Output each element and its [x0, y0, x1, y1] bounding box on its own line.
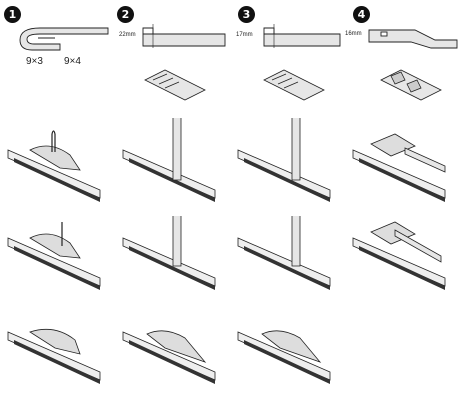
step-3-illustrations — [237, 24, 341, 384]
blade-row-1 — [122, 118, 216, 202]
step-1-column: 1 — [0, 0, 115, 400]
step-4-badge: 4 — [353, 6, 370, 23]
step-1-illustrations — [7, 27, 109, 384]
blade-row-2 — [352, 221, 446, 290]
step-1-badge: 1 — [4, 6, 21, 23]
step-4-column: 4 16mm — [345, 0, 460, 400]
blade-row-3 — [7, 328, 101, 384]
adapter-icon — [263, 69, 325, 101]
blade-row-3 — [237, 330, 331, 384]
measure-label-17mm: 17mm — [236, 32, 253, 38]
bayonet-arm-icon — [368, 29, 458, 49]
step-3-badge: 3 — [238, 6, 255, 23]
blade-row-3 — [122, 330, 216, 384]
hook-arm-icon — [19, 27, 109, 51]
step-3-column: 3 — [230, 0, 345, 400]
blade-row-1 — [352, 133, 446, 202]
adapter-icon — [144, 69, 206, 101]
blade-row-2 — [237, 216, 331, 290]
blade-row-2 — [7, 222, 101, 290]
straight-arm-icon — [142, 24, 226, 48]
straight-arm-icon — [263, 24, 341, 48]
step-2-illustrations — [122, 24, 226, 384]
step-4-illustrations — [352, 29, 458, 290]
blade-row-2 — [122, 216, 216, 290]
adapter-icon — [380, 69, 442, 101]
size-label-9x3: 9×3 — [26, 56, 43, 67]
measure-label-22mm: 22mm — [119, 32, 136, 38]
step-2-badge: 2 — [117, 6, 134, 23]
blade-row-1 — [7, 130, 101, 202]
size-label-9x4: 9×4 — [64, 56, 81, 67]
blade-row-1 — [237, 118, 331, 202]
step-2-column: 2 — [115, 0, 230, 400]
measure-label-16mm: 16mm — [345, 31, 362, 37]
